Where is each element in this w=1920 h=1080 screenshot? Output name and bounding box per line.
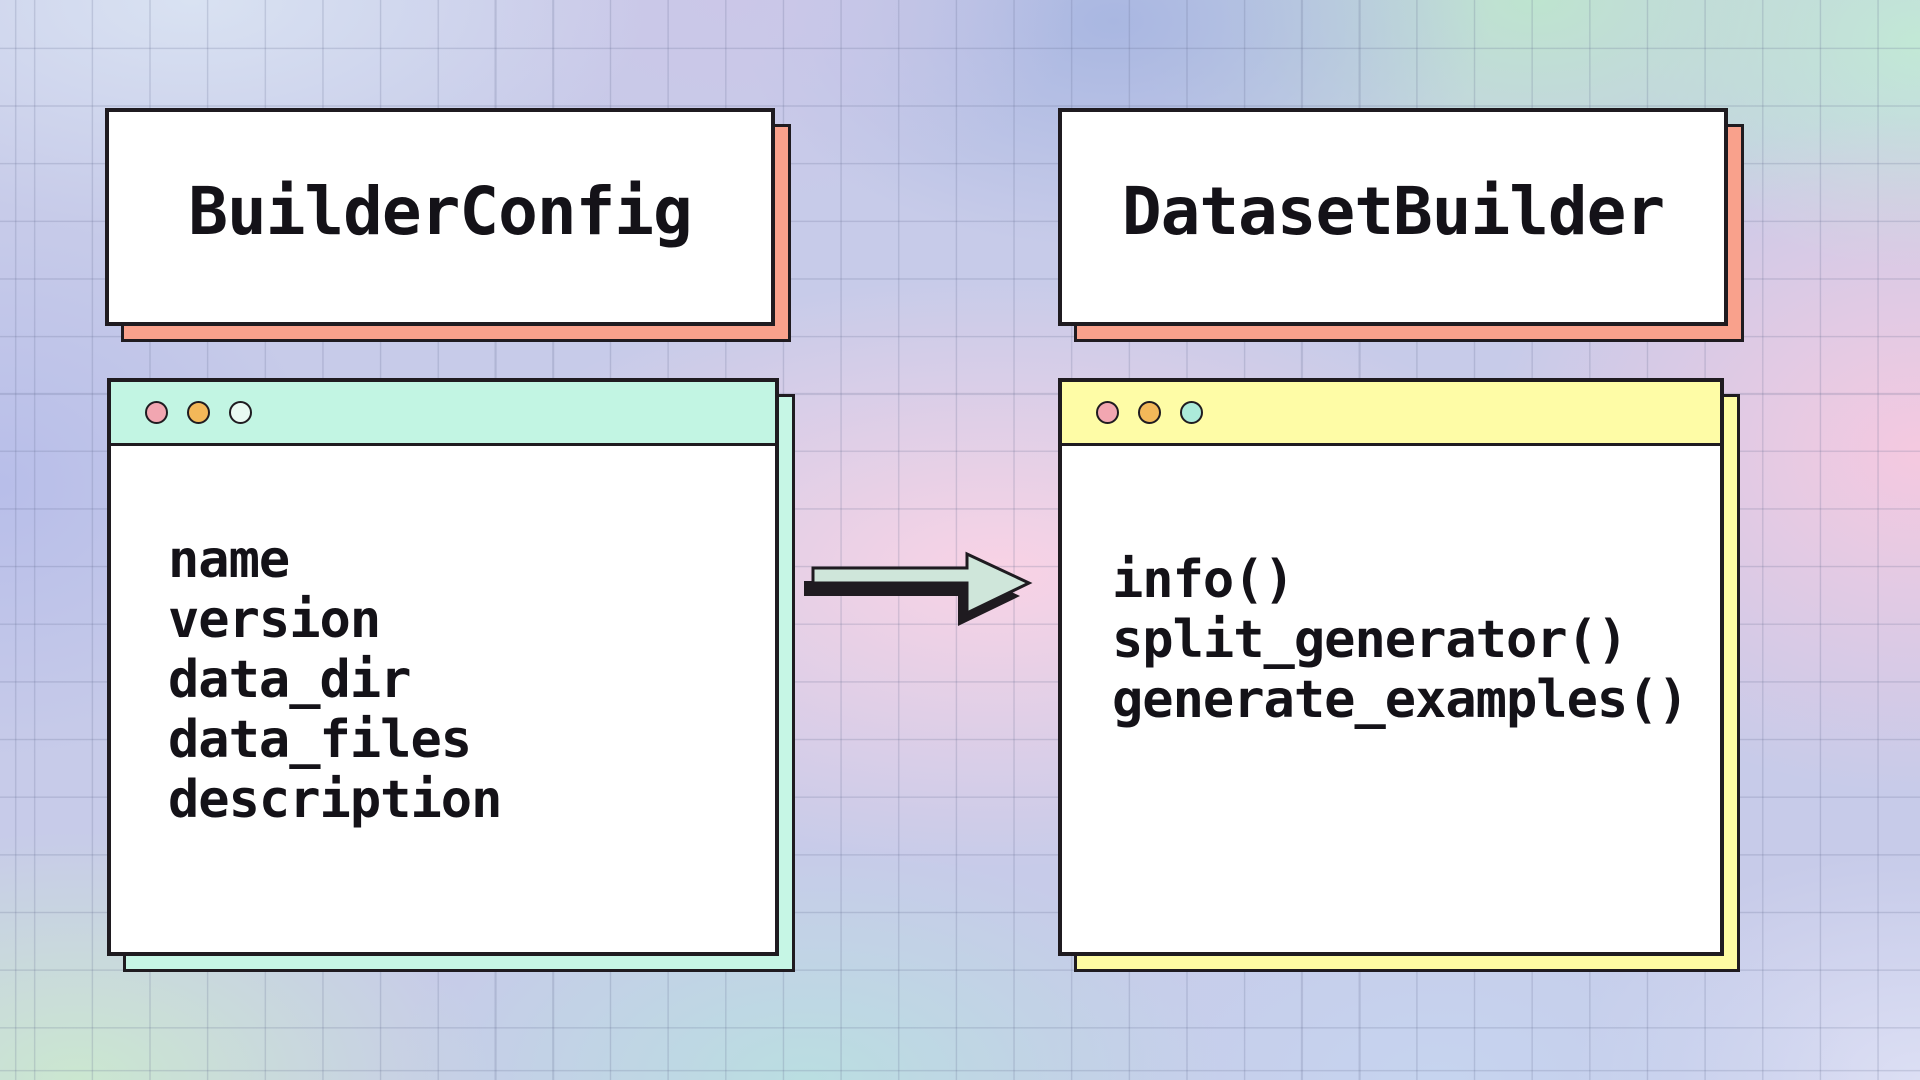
method-info: info()	[1112, 550, 1295, 610]
builderconfig-window: name version data_dir data_files descrip…	[107, 378, 795, 972]
traffic-light-zoom-icon	[1180, 401, 1203, 424]
method-generate-examples: generate_examples()	[1112, 670, 1689, 730]
class-name-builderconfig: BuilderConfig	[188, 172, 693, 250]
datasetbuilder-titlebar	[1062, 382, 1720, 446]
builderconfig-title-card: BuilderConfig	[105, 108, 791, 342]
traffic-light-close-icon	[1096, 401, 1119, 424]
attribute-version: version	[168, 590, 381, 650]
builderconfig-titlebar	[111, 382, 775, 446]
attribute-data-files: data_files	[168, 710, 472, 770]
builderconfig-member-list: name version data_dir data_files descrip…	[111, 446, 775, 952]
flow-arrow-body	[811, 551, 1033, 616]
datasetbuilder-window-face: info() split_generator() generate_exampl…	[1058, 378, 1724, 956]
traffic-light-zoom-icon	[229, 401, 252, 424]
attribute-data-dir: data_dir	[168, 650, 411, 710]
traffic-light-close-icon	[145, 401, 168, 424]
datasetbuilder-title-card: DatasetBuilder	[1058, 108, 1744, 342]
datasetbuilder-window: info() split_generator() generate_exampl…	[1058, 378, 1740, 972]
class-name-datasetbuilder: DatasetBuilder	[1121, 172, 1665, 250]
attribute-description: description	[168, 770, 502, 830]
flow-arrow-right-icon	[804, 551, 1033, 626]
datasetbuilder-title-card-face: DatasetBuilder	[1058, 108, 1728, 326]
builderconfig-title-card-face: BuilderConfig	[105, 108, 775, 326]
attribute-name: name	[168, 530, 290, 590]
traffic-light-minimize-icon	[187, 401, 210, 424]
traffic-light-minimize-icon	[1138, 401, 1161, 424]
method-split-generator: split_generator()	[1112, 610, 1628, 670]
builderconfig-window-face: name version data_dir data_files descrip…	[107, 378, 779, 956]
datasetbuilder-member-list: info() split_generator() generate_exampl…	[1062, 446, 1720, 952]
